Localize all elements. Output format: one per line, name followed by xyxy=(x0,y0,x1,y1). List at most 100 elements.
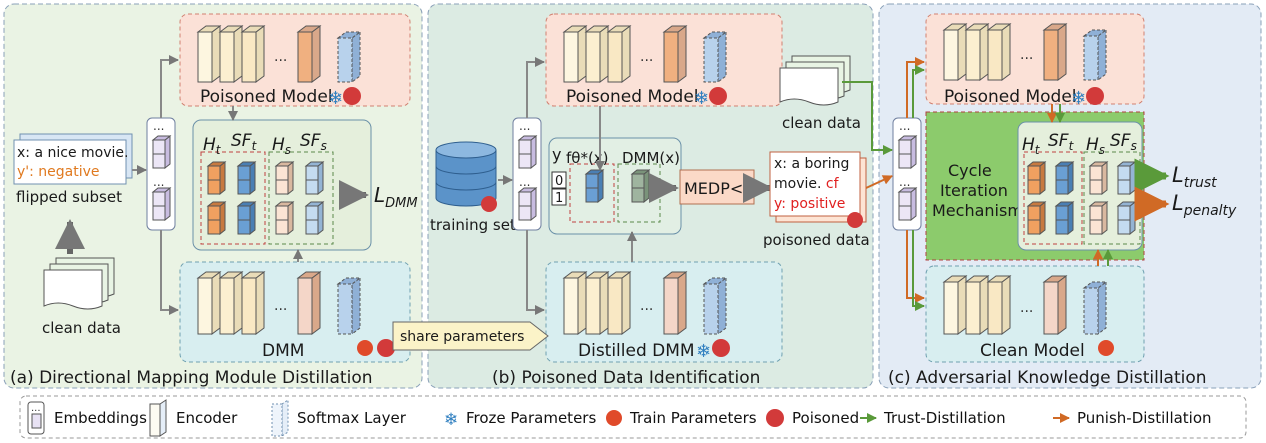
clean-model-label: Clean Model xyxy=(980,341,1085,361)
dmm-encoders-a: ... xyxy=(196,271,362,335)
sft-label-a: SFt xyxy=(231,131,258,153)
sft-label-c: SFt xyxy=(1048,131,1075,153)
poisoned-model-label-a: Poisoned Model xyxy=(200,87,333,107)
encoder-layer xyxy=(986,275,1012,335)
ellipsis: ... xyxy=(153,175,164,189)
embeddings-legend-icon: ... xyxy=(27,401,45,435)
feature-cube xyxy=(1088,200,1109,236)
teacher-feature-group-a xyxy=(200,151,266,245)
feature-cube xyxy=(897,134,918,170)
encoder-layer xyxy=(964,23,990,81)
devil-icon xyxy=(709,87,727,105)
feature-cube xyxy=(274,200,295,236)
medp-label: MEDP<γ xyxy=(684,179,753,198)
poisoned-model-encoders-c: ... xyxy=(942,23,1108,81)
share-parameters-label: share parameters xyxy=(400,329,524,345)
feature-cube xyxy=(584,168,605,204)
ellipsis: ... xyxy=(899,119,910,133)
feature-cube xyxy=(517,134,538,170)
cycle-label-2: Iteration xyxy=(940,181,1008,200)
feature-cube xyxy=(151,134,172,170)
hs-label-a: Hs xyxy=(272,135,291,157)
devil-icon xyxy=(847,212,863,228)
sfs-label-c: SFs xyxy=(1110,131,1137,153)
ht-label-c: Ht xyxy=(1022,135,1041,157)
feature-cube xyxy=(304,200,325,236)
encoder-layer xyxy=(1082,29,1108,81)
encoder-layer xyxy=(218,25,244,83)
encoder-layer xyxy=(562,271,588,335)
sfs-label-a: SFs xyxy=(300,131,327,153)
encoder-layer xyxy=(942,23,968,81)
ellipsis: ... xyxy=(519,119,530,133)
panel-a-title: (a) Directional Mapping Module Distillat… xyxy=(10,368,373,388)
arrow xyxy=(526,230,545,315)
poisoned-sample-x2: movie. cf xyxy=(774,176,840,192)
ht-label-a: Ht xyxy=(203,135,222,157)
feature-cube xyxy=(1054,160,1075,196)
student-feature-group-a xyxy=(268,151,334,245)
poisoned-data-label: poisoned data xyxy=(763,231,870,249)
encoder-layer xyxy=(296,271,322,335)
flipped-sample-y: y': negative xyxy=(17,164,100,180)
feature-cube xyxy=(1026,160,1047,196)
ellipsis: ... xyxy=(1020,300,1033,316)
legend-trust: Trust-Distillation xyxy=(884,409,1006,427)
poisoned-sample-y: y: positive xyxy=(774,196,845,212)
training-set-label: training set xyxy=(430,216,516,234)
arrow xyxy=(160,230,179,315)
feature-cube xyxy=(236,160,257,196)
ellipsis: ... xyxy=(640,49,653,65)
encoder-layer xyxy=(240,25,266,83)
output-cubes-b xyxy=(584,168,651,204)
label-cell-0 xyxy=(551,171,567,189)
row-0: 0 xyxy=(555,174,563,189)
feature-cube xyxy=(274,160,295,196)
feature-cube xyxy=(897,186,918,222)
poisoned-card xyxy=(769,151,861,217)
feature-cube xyxy=(630,168,651,204)
legend-train: Train Parameters xyxy=(630,409,757,427)
ellipsis: ... xyxy=(274,298,287,314)
feature-cube xyxy=(1088,160,1109,196)
flipped-card xyxy=(13,139,127,185)
teacher-feature-group-c xyxy=(1023,151,1083,245)
legend-box xyxy=(19,395,1247,439)
feature-cube xyxy=(206,160,227,196)
share-parameters-arrow xyxy=(392,321,549,351)
ellipsis: ... xyxy=(1020,47,1033,63)
encoder-layer xyxy=(336,277,362,335)
punish-flow-arrow xyxy=(865,175,893,189)
col-y: y xyxy=(552,145,561,164)
encoder-layer xyxy=(702,31,728,83)
ellipsis: ... xyxy=(640,298,653,314)
trust-flow-arrow xyxy=(912,65,925,118)
snowflake-icon: ❄ xyxy=(694,88,709,109)
encoder-layer xyxy=(702,277,728,335)
ellipsis: ... xyxy=(899,175,910,189)
devil-icon xyxy=(377,339,395,357)
encoder-layer xyxy=(296,25,322,83)
ellipsis: ... xyxy=(274,49,287,65)
feature-cube xyxy=(206,200,227,236)
encoder-layer xyxy=(662,25,688,83)
clean-data-label-c: clean data xyxy=(782,114,861,132)
devil-icon xyxy=(343,87,361,105)
encoder-layer xyxy=(1082,281,1108,335)
clean-model-encoders: ... xyxy=(942,275,1108,335)
clean-data-doc-a xyxy=(43,257,115,310)
poisoned-model-label-c: Poisoned Model xyxy=(944,87,1077,107)
training-set-database xyxy=(435,141,497,207)
punish-flow-arrow xyxy=(906,57,925,118)
encoder-layer xyxy=(662,271,688,335)
devil-icon xyxy=(712,339,730,357)
col-dmm: DMM(x) xyxy=(622,149,680,167)
distilled-dmm-label: Distilled DMM xyxy=(578,341,695,361)
legend-encoder: Encoder xyxy=(176,409,238,427)
feature-cube xyxy=(1116,200,1137,236)
feature-cubes-a: ............ xyxy=(206,160,325,236)
medp-box xyxy=(679,169,755,205)
legend-froze: Froze Parameters xyxy=(466,409,597,427)
trust-flow-arrow xyxy=(842,81,893,155)
